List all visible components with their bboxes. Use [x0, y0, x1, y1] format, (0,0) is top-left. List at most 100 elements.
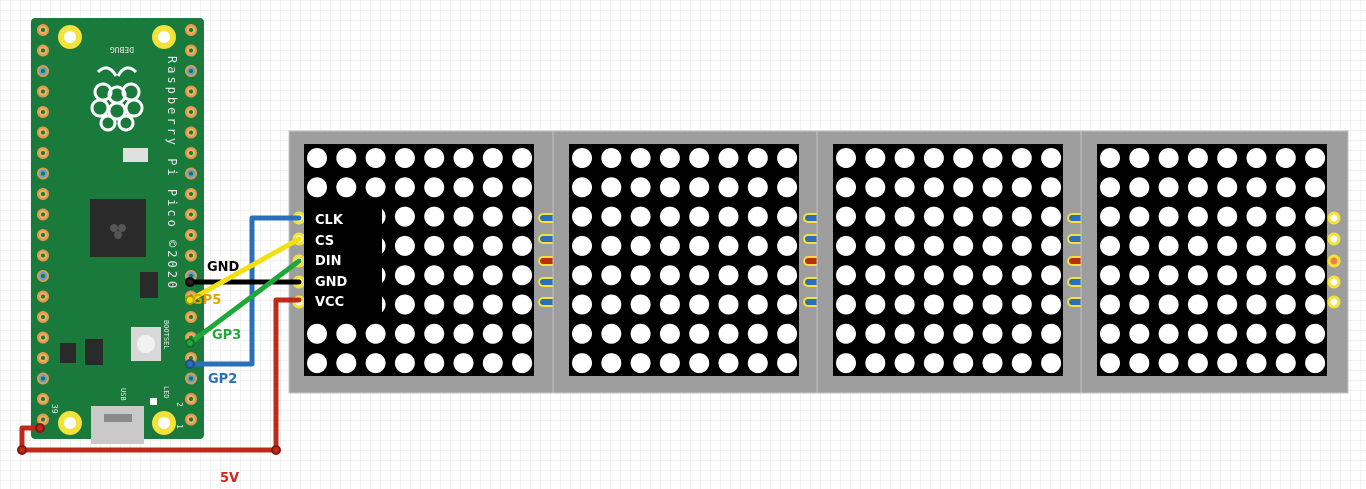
matrix-led — [923, 206, 944, 227]
matrix-led — [482, 353, 503, 374]
usb-connector — [91, 406, 144, 444]
matrix-led — [1187, 177, 1208, 198]
matrix-led — [601, 148, 622, 168]
matrix-led — [836, 353, 856, 374]
matrix-led — [982, 206, 1003, 227]
matrix-led — [747, 323, 768, 344]
matrix-output-pin — [1327, 295, 1341, 309]
pico-pin-hole — [189, 233, 193, 237]
matrix-led — [512, 148, 533, 168]
matrix-led — [307, 353, 327, 374]
matrix-led — [982, 235, 1003, 256]
matrix-led — [572, 265, 592, 286]
matrix-led — [894, 294, 915, 315]
matrix-led — [424, 177, 445, 198]
pico-pin-hole — [189, 89, 193, 94]
pico-pin-hole — [189, 376, 193, 381]
matrix-led — [572, 235, 592, 256]
matrix-led — [601, 323, 622, 344]
matrix-led — [424, 353, 445, 374]
matrix-led — [424, 265, 445, 286]
matrix-led — [982, 323, 1003, 344]
matrix-led — [659, 323, 680, 344]
matrix-led — [601, 294, 622, 315]
matrix-led — [1246, 148, 1267, 168]
matrix-led — [718, 353, 739, 374]
matrix-led — [747, 353, 768, 374]
pico-pin-hole — [41, 356, 45, 360]
matrix-led — [1041, 235, 1062, 256]
matrix-led — [894, 235, 915, 256]
wire-label-5v: 5V — [220, 471, 239, 486]
matrix-led — [394, 235, 415, 256]
bootsel-button-cap[interactable] — [137, 335, 155, 353]
matrix-led — [865, 294, 886, 315]
matrix-led — [1129, 177, 1150, 198]
matrix-led — [659, 265, 680, 286]
pico-pin-hole — [41, 417, 45, 422]
matrix-led — [747, 294, 768, 315]
matrix-led — [747, 235, 768, 256]
matrix-led — [659, 353, 680, 374]
wire-labels: GND GP5 GP3 GP2 5V — [192, 260, 241, 486]
matrix-led — [601, 177, 622, 198]
matrix-led — [512, 177, 533, 198]
matrix-led — [865, 206, 886, 227]
matrix-led — [307, 177, 327, 198]
pico-pin-hole — [41, 151, 45, 155]
matrix-led — [1275, 353, 1296, 374]
matrix-led — [836, 206, 856, 227]
matrix-led — [1100, 323, 1120, 344]
inductor — [60, 343, 76, 363]
matrix-led — [718, 323, 739, 344]
pico-pin-hole — [41, 294, 45, 299]
matrix-led — [482, 235, 503, 256]
matrix-led — [1100, 235, 1120, 256]
matrix-led — [424, 323, 445, 344]
matrix-led — [630, 294, 651, 315]
matrix-led — [777, 206, 798, 227]
matrix-led — [1217, 206, 1238, 227]
wire-label-gp3: GP3 — [212, 328, 241, 343]
matrix-led — [394, 148, 415, 168]
matrix-led — [1041, 323, 1062, 344]
matrix-led — [1100, 294, 1120, 315]
matrix-led — [512, 206, 533, 227]
matrix-led — [1158, 294, 1179, 315]
pico-pin-hole — [41, 335, 45, 340]
matrix-led — [894, 177, 915, 198]
wire-din — [187, 258, 302, 346]
matrix-led — [1187, 265, 1208, 286]
matrix-led — [1305, 323, 1326, 344]
matrix-led — [718, 148, 739, 168]
matrix-led — [1275, 323, 1296, 344]
matrix-led — [894, 206, 915, 227]
matrix-led — [572, 206, 592, 227]
matrix-led — [836, 235, 856, 256]
matrix-led — [1011, 206, 1032, 227]
matrix-led — [689, 353, 710, 374]
matrix-led — [1011, 323, 1032, 344]
pico-pin-hole — [189, 192, 193, 196]
pico-pin-hole — [189, 212, 193, 217]
usb-port — [104, 414, 132, 422]
matrix-led — [336, 148, 357, 168]
matrix-led — [1217, 177, 1238, 198]
matrix-led — [718, 206, 739, 227]
matrix-led — [394, 294, 415, 315]
matrix-led — [1129, 323, 1150, 344]
matrix-led — [307, 323, 327, 344]
matrix-led — [836, 323, 856, 344]
wire-end-caps — [17, 277, 281, 455]
pin-label-din: DIN — [315, 254, 342, 269]
mounting-hole-tl-inner — [64, 31, 76, 43]
matrix-led — [894, 148, 915, 168]
matrix-led — [1305, 148, 1326, 168]
wire-label-gnd: GND — [207, 260, 240, 275]
led-label: LED — [162, 386, 170, 399]
pico-pin-hole — [41, 212, 45, 217]
matrix-led — [1187, 323, 1208, 344]
matrix-led — [894, 323, 915, 344]
pico-pin-hole — [41, 89, 45, 94]
